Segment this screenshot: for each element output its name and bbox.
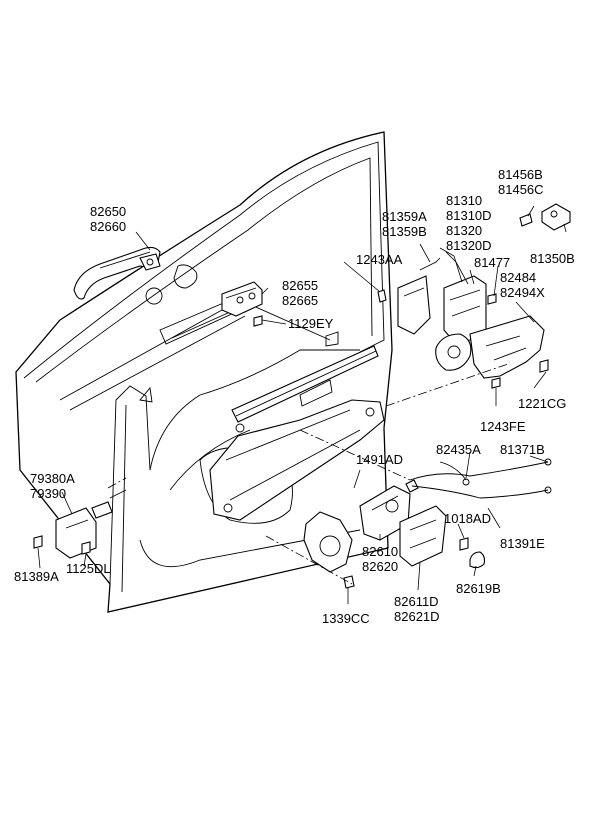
label-81320: 81320 <box>446 223 483 238</box>
label-82621D: 82621D <box>394 609 440 624</box>
label-81456B: 81456B <box>498 167 543 182</box>
label-1125DL: 1125DL <box>66 561 111 576</box>
label-1491AD: 1491AD <box>356 452 403 467</box>
leader-lines <box>37 205 567 604</box>
inside-handle-housing <box>399 505 486 569</box>
label-1221CG: 1221CG <box>518 396 567 411</box>
label-81359B: 81359B <box>382 224 427 239</box>
label-79390: 79390 <box>30 486 67 501</box>
label-82665: 82665 <box>282 293 319 308</box>
label-82494X: 82494X <box>500 285 545 300</box>
label-82650: 82650 <box>90 204 127 219</box>
label-81456C: 81456C <box>498 182 544 197</box>
label-82660: 82660 <box>90 219 127 234</box>
label-1243AA: 1243AA <box>356 252 403 267</box>
assembly-lines <box>107 363 509 585</box>
label-82620: 82620 <box>362 559 399 574</box>
label-1243FE: 1243FE <box>480 419 526 434</box>
window-regulator <box>209 345 385 521</box>
label-1018AD: 1018AD <box>444 511 491 526</box>
door-striker <box>519 203 571 231</box>
door-hinge <box>33 489 127 559</box>
label-81371B: 81371B <box>500 442 545 457</box>
label-81320D: 81320D <box>446 238 492 253</box>
label-81477: 81477 <box>474 255 511 270</box>
label-81350B: 81350B <box>530 251 575 266</box>
label-82610: 82610 <box>362 544 399 559</box>
label-82611D: 82611D <box>394 594 439 609</box>
label-81359A: 81359A <box>382 209 427 224</box>
label-82484: 82484 <box>500 270 537 285</box>
lock-cover <box>377 257 441 335</box>
label-1129EY: 1129EY <box>288 316 334 331</box>
label-81310: 81310 <box>446 193 483 208</box>
label-1339CC: 1339CC <box>322 611 370 626</box>
label-79380A: 79380A <box>30 471 75 486</box>
handle-bracket <box>221 281 263 327</box>
label-81391E: 81391E <box>500 536 545 551</box>
label-81389A: 81389A <box>14 569 59 584</box>
label-82619B: 82619B <box>456 581 501 596</box>
window-motor <box>303 511 355 589</box>
door-cables <box>409 458 552 499</box>
inside-handle <box>359 479 419 541</box>
label-82435A: 82435A <box>436 442 481 457</box>
label-82655: 82655 <box>282 278 319 293</box>
door-latch <box>435 247 497 371</box>
outside-door-handle <box>73 246 161 300</box>
actuator-bracket <box>469 315 549 389</box>
door-panel <box>15 131 393 613</box>
label-81310D: 81310D <box>446 208 492 223</box>
